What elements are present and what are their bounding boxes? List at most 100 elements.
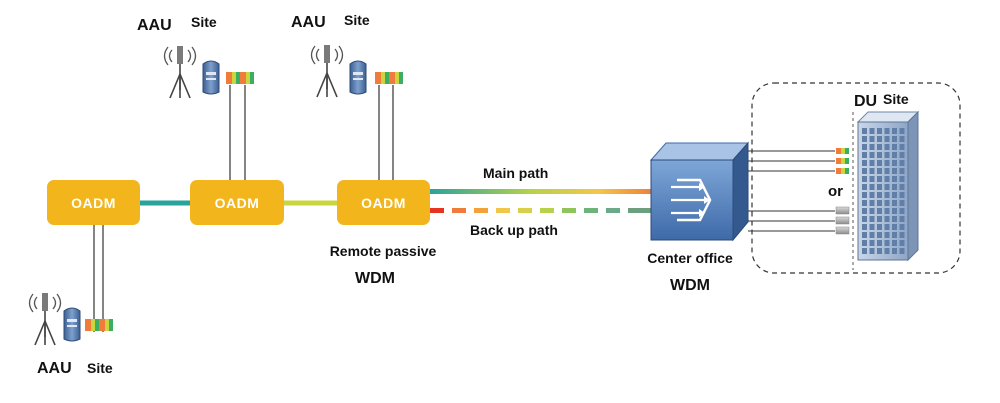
rack-slot (884, 248, 890, 254)
aau-site-mid-2: AAU Site (291, 12, 403, 98)
rack-slot (892, 128, 897, 134)
aau-unit-icon (63, 307, 81, 342)
colored-ports-icon (836, 148, 849, 154)
antenna-icon (28, 292, 62, 346)
du-rack-icon (856, 110, 920, 262)
rack-slot (899, 240, 905, 246)
rack-slot (869, 152, 875, 158)
rack-slot (877, 232, 882, 238)
gray-port-icon (835, 206, 850, 215)
rack-slot (892, 216, 897, 222)
rack-slot (862, 168, 867, 174)
rack-slot (884, 200, 890, 206)
gray-port-icon (835, 226, 850, 235)
du-label: DU (854, 93, 877, 110)
oadm-node-1: OADM (47, 180, 140, 225)
or-label: or (828, 183, 843, 200)
rack-slot (892, 136, 897, 142)
rack-slot (877, 240, 882, 246)
center-office-wdm: Center office WDM (647, 141, 750, 294)
rack-slot (862, 208, 867, 214)
rack-slot (884, 160, 890, 166)
site-label: Site (883, 91, 909, 107)
colored-ports-icon (226, 72, 254, 84)
rack-slot (899, 128, 905, 134)
gray-port-icon (835, 216, 850, 225)
rack-slot (899, 192, 905, 198)
rack-slot (877, 136, 882, 142)
colored-ports-icon (85, 319, 113, 331)
rack-slot (899, 168, 905, 174)
rack-slot (884, 224, 890, 230)
backup-path-label: Back up path (470, 222, 558, 238)
rack-slot (862, 160, 867, 166)
rack-slot (899, 176, 905, 182)
rack-slot (877, 128, 882, 134)
aau-label: AAU (137, 17, 172, 34)
rack-slot (892, 240, 897, 246)
rack-slot (869, 176, 875, 182)
rack-slot (877, 152, 882, 158)
rack-slot (877, 216, 882, 222)
rack-slot (869, 200, 875, 206)
rack-slot (862, 128, 867, 134)
rack-slot (884, 144, 890, 150)
site-label: Site (344, 12, 370, 28)
rack-slot (869, 248, 875, 254)
rack-slot (892, 224, 897, 230)
rack-slot (899, 160, 905, 166)
rack-slot (877, 208, 882, 214)
rack-slot (877, 184, 882, 190)
rack-slot (862, 216, 867, 222)
center-wdm-type: WDM (670, 277, 710, 294)
rack-slot (884, 208, 890, 214)
site-label: Site (191, 14, 217, 30)
rack-slot (892, 200, 897, 206)
du-site: DU Site or (748, 82, 961, 274)
rack-slot (884, 240, 890, 246)
rack-slot (862, 248, 867, 254)
rack-slot (869, 232, 875, 238)
rack-slot (884, 128, 890, 134)
rack-slot (899, 144, 905, 150)
rack-slot (884, 232, 890, 238)
rack-slot (899, 248, 905, 254)
antenna-icon (163, 45, 197, 99)
rack-slot (884, 184, 890, 190)
rack-slot (869, 160, 875, 166)
rack-slot (899, 216, 905, 222)
rack-slot (877, 144, 882, 150)
rack-slot (884, 192, 890, 198)
rack-slot (862, 184, 867, 190)
oadm-node-2: OADM (190, 180, 284, 225)
rack-slot (862, 176, 867, 182)
rack-slot (884, 152, 890, 158)
rack-slot (884, 168, 890, 174)
rack-slot (869, 240, 875, 246)
rack-slot (869, 168, 875, 174)
rack-slot (869, 216, 875, 222)
rack-slot (892, 248, 897, 254)
site-label: Site (87, 360, 113, 376)
wdm-box-icon (649, 141, 750, 242)
colored-ports-icon (836, 158, 849, 164)
rack-slot (892, 152, 897, 158)
rack-slot (892, 208, 897, 214)
main-path-line (430, 189, 655, 194)
rack-slot (869, 208, 875, 214)
rack-slot (862, 240, 867, 246)
rack-slot (899, 224, 905, 230)
main-path-label: Main path (483, 165, 548, 181)
remote-wdm-type: WDM (355, 270, 395, 287)
rack-slot (899, 152, 905, 158)
remote-wdm-label: Remote passive (330, 243, 437, 259)
oadm-label: OADM (361, 195, 406, 211)
rack-slot (892, 168, 897, 174)
fiber-lines (93, 85, 394, 332)
antenna-icon (310, 44, 344, 98)
rack-slot (877, 160, 882, 166)
rack-slot (899, 200, 905, 206)
aau-site-mid-1: AAU Site (137, 14, 254, 99)
aau-unit-icon (202, 60, 220, 95)
